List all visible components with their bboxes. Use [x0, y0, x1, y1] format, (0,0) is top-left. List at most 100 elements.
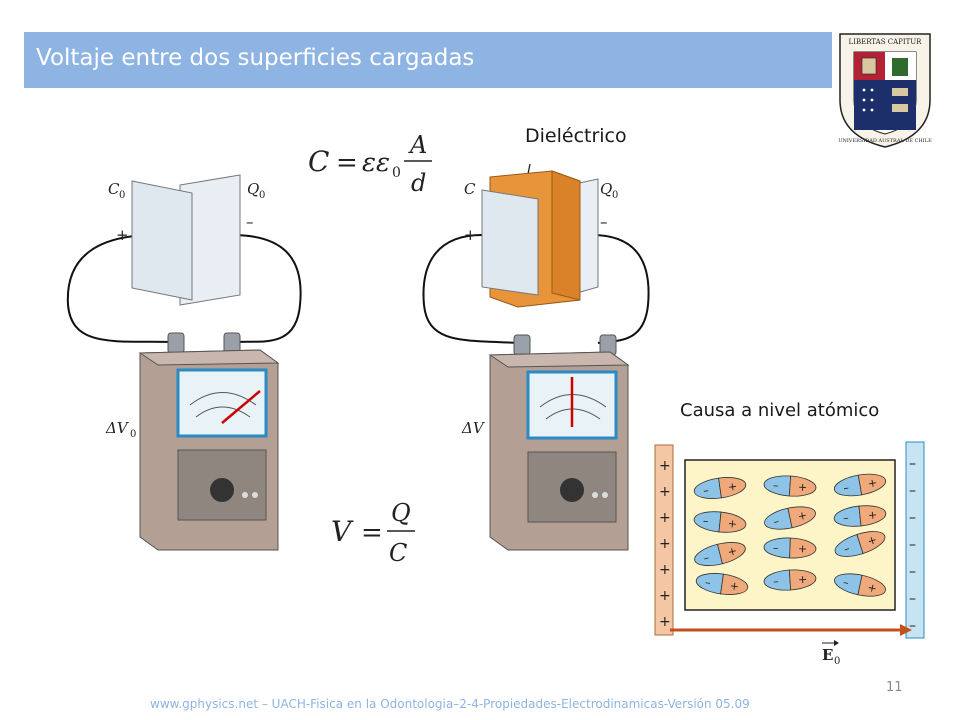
left-meter-subscript: 0: [130, 429, 136, 440]
dipole: – +: [693, 477, 747, 499]
crest-motto: LIBERTAS CAPITUR: [849, 38, 923, 46]
front-plate: [131, 180, 193, 301]
svg-text:–: –: [842, 511, 849, 525]
svg-text:+: +: [729, 579, 740, 593]
dipole: – +: [834, 531, 886, 557]
plate-plus-sign: +: [659, 458, 671, 474]
dielectric-label: Dieléctrico: [525, 125, 627, 147]
left-charge-subscript: 0: [259, 190, 265, 201]
left-meter-knob: [210, 478, 234, 502]
svg-text:–: –: [704, 576, 711, 590]
molecular-dipoles: – + – + – + – + – + – + – + – + – + – + …: [693, 473, 887, 597]
svg-text:–: –: [702, 484, 709, 498]
svg-text:+: +: [867, 508, 878, 522]
right-wire: [231, 234, 302, 343]
svg-text:+: +: [867, 476, 878, 490]
left-capacitor-figure: C 0 Q 0 + – ΔV 0: [66, 174, 302, 551]
crest-ring-text: UNIVERSIDAD AUSTRAL DE CHILE: [838, 138, 932, 144]
svg-text:+: +: [727, 480, 738, 494]
left-meter-needle: [221, 390, 261, 424]
plate-plus-sign: +: [659, 536, 671, 552]
plate-plus-sign: +: [659, 510, 671, 526]
slide-title: Voltaje entre dos superficies cargadas: [36, 45, 475, 71]
left-plus-sign: +: [116, 226, 129, 244]
right-meter-label: ΔV: [461, 419, 486, 437]
formula-v-denominator: C: [389, 539, 407, 567]
dipole: – +: [763, 569, 817, 591]
plate-plus-sign: +: [659, 588, 671, 604]
svg-text:–: –: [702, 514, 709, 528]
university-crest-logo: LIBERTAS CAPITUR UNIVERSIDAD AUSTRAL DE …: [838, 33, 932, 148]
formula-v-lhs: V: [331, 515, 354, 548]
svg-text:+: +: [797, 509, 809, 524]
field-arrow-head: [900, 624, 912, 636]
plate-plus-sign: +: [659, 562, 671, 578]
atomic-cause-label: Causa a nivel atómico: [680, 400, 880, 421]
plate-minus-sign: –: [909, 564, 916, 580]
formula-c-lhs: C: [308, 145, 329, 178]
footer-text: www.gphysics.net – UACH-Fisica en la Odo…: [150, 697, 750, 711]
dipole: – +: [695, 573, 749, 595]
right-plus-sign: +: [464, 226, 477, 244]
right-fig-left-wire: [422, 234, 521, 344]
left-cap-subscript: 0: [119, 190, 125, 201]
formula-v-numerator: Q: [391, 499, 411, 527]
dipole: – +: [834, 573, 886, 597]
plate-minus-sign: –: [909, 510, 916, 526]
formula-c-epsilon: εε: [362, 148, 390, 178]
left-minus-sign: –: [246, 213, 254, 231]
right-fig-right-wire: [591, 234, 650, 344]
svg-text:+: +: [798, 542, 808, 555]
positive-charges: + + + + + + +: [659, 458, 671, 630]
atomic-diagram: + + + + + + + – – – – – – – – + – + – + – + – + – + …: [654, 441, 925, 667]
left-charge-label: Q: [247, 180, 259, 198]
dipole: – +: [833, 505, 887, 527]
formula-c-equals: =: [336, 148, 358, 178]
dipole: – +: [764, 506, 816, 530]
right-capacitor-figure: C Q 0 + – ΔV: [422, 170, 650, 551]
dipole: – +: [763, 475, 817, 497]
negative-plate: [905, 441, 925, 639]
title-bar: Voltaje entre dos superficies cargadas: [24, 32, 832, 88]
right-meter-knob: [560, 478, 584, 502]
capacitance-formula: C = εε 0 A d: [308, 131, 432, 197]
svg-text:+: +: [797, 481, 807, 495]
left-meter-label: ΔV: [105, 419, 130, 437]
formula-c-numerator: A: [408, 131, 427, 159]
svg-text:+: +: [798, 573, 808, 587]
svg-text:–: –: [773, 479, 779, 492]
positive-plate: [654, 444, 674, 636]
formula-v-equals: =: [361, 518, 383, 548]
svg-text:–: –: [842, 576, 850, 590]
plate-minus-sign: –: [909, 483, 916, 499]
svg-text:+: +: [727, 517, 738, 531]
svg-text:+: +: [866, 581, 878, 596]
negative-charges: –––––––: [909, 456, 916, 634]
plate-plus-sign: +: [659, 484, 671, 500]
right-charge-label: Q: [600, 180, 612, 198]
plate-minus-sign: –: [909, 618, 916, 634]
field-label: E: [822, 646, 833, 664]
voltage-formula: V = Q C: [331, 499, 415, 567]
left-cap-label: C: [108, 180, 120, 198]
dipole: – +: [833, 473, 887, 497]
left-wire: [66, 234, 176, 343]
right-cap-label: C: [464, 180, 476, 198]
svg-text:–: –: [842, 481, 850, 495]
dipole: – +: [693, 511, 747, 533]
formula-c-denominator: d: [411, 169, 426, 197]
right-minus-sign: –: [600, 213, 608, 231]
svg-text:–: –: [842, 542, 851, 556]
plate-minus-sign: –: [909, 537, 916, 553]
dipole: – +: [694, 542, 746, 566]
field-subscript: 0: [834, 656, 840, 667]
svg-text:+: +: [726, 544, 738, 559]
svg-text:–: –: [702, 551, 710, 565]
page-number: 11: [886, 680, 903, 695]
plate-plus-sign: +: [659, 614, 671, 630]
formula-c-epsilon-subscript: 0: [392, 165, 401, 181]
dipole: – +: [763, 537, 817, 559]
plate-minus-sign: –: [909, 591, 916, 607]
svg-text:+: +: [866, 533, 879, 548]
right-charge-subscript: 0: [612, 190, 618, 201]
